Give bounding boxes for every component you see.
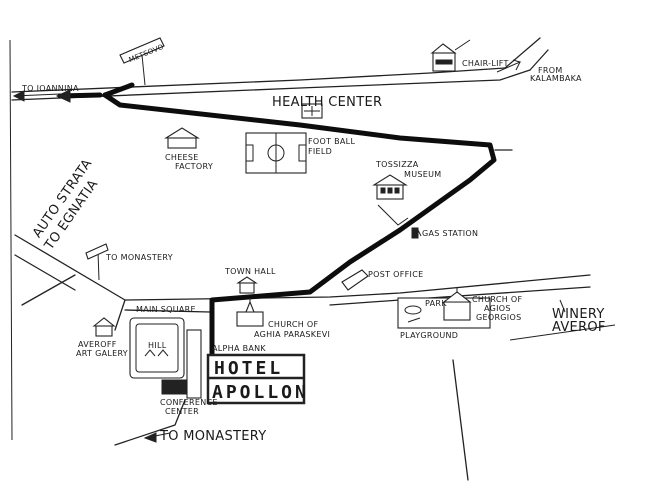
- label-alpha-bank: ALPHA BANK: [212, 344, 266, 353]
- label-conference-1: CONFERENCE: [160, 398, 218, 407]
- label-tossizza-museum-2: MUSEUM: [404, 170, 441, 179]
- winery-marker: [559, 299, 566, 313]
- auto-strata-road-2: [14, 254, 76, 291]
- monastery-signpost: [85, 243, 109, 281]
- label-apollon: APOLLON: [212, 382, 309, 403]
- lower-road-edge: [124, 309, 211, 313]
- label-church-agios-1: CHURCH OF: [472, 295, 522, 304]
- street-strip: [186, 329, 202, 399]
- conference-center-building: [161, 379, 187, 395]
- winery-road: [509, 324, 616, 341]
- gas-station-icon: [411, 227, 422, 239]
- main-square-hill: [129, 317, 185, 379]
- averoff-gallery-building: [92, 317, 116, 337]
- to-monastery-arrowhead: [143, 432, 157, 443]
- label-averoff-1: AVEROFF: [78, 340, 117, 349]
- church-aghia-paraskevi-building: [236, 298, 264, 327]
- auto-strata-road-1: [14, 234, 126, 301]
- label-football-field-2: FIELD: [308, 147, 332, 156]
- label-cheese-factory-1: CHEESE: [165, 153, 199, 162]
- label-to-monastery-top: TO MONASTERY: [105, 253, 173, 262]
- health-center-building: [301, 103, 323, 119]
- label-church-agia-1: CHURCH OF: [268, 320, 318, 329]
- route-arrowhead: [55, 89, 71, 103]
- cheese-factory-building: [164, 127, 200, 149]
- label-winery-2: AVEROF: [552, 320, 606, 335]
- label-hotel: HOTEL: [214, 358, 283, 379]
- route-loop-arrow: [102, 82, 135, 98]
- hotel-apollon-block: [206, 353, 306, 405]
- football-field: [245, 132, 307, 174]
- label-from-kalambaka-2: KALAMBAKA: [530, 74, 582, 83]
- from-kalambaka-arrow: [496, 59, 522, 73]
- label-averoff-2: ART GALERY: [76, 349, 128, 358]
- post-office-building: [341, 269, 369, 291]
- lower-vertical-road: [452, 359, 469, 481]
- label-town-hall: TOWN HALL: [224, 267, 276, 276]
- main-road-lower-edge: [11, 69, 531, 101]
- label-park: PARK: [425, 299, 447, 308]
- label-tossizza-museum-1: TOSSIZZA: [375, 160, 419, 169]
- label-health-center: HEALTH CENTER: [272, 95, 382, 110]
- label-football-field-1: FOOT BALL: [308, 137, 355, 146]
- label-chair-lift: CHAIR-LIFT: [462, 59, 509, 68]
- label-to-monastery-bottom: TO MONASTERY: [159, 429, 267, 444]
- label-to-ioannina: TO IOANNINA: [21, 84, 79, 93]
- road-to-monastery-bottom: [114, 399, 186, 446]
- label-post-office: POST OFFICE: [368, 270, 423, 279]
- to-ioannina-arrowhead: [12, 90, 25, 102]
- label-winery-1: WINERY: [552, 307, 605, 322]
- label-playground: PLAYGROUND: [400, 331, 458, 340]
- auto-strata-road-3: [21, 274, 76, 306]
- label-cheese-factory-2: FACTORY: [175, 162, 213, 171]
- label-gas-station: GAS STATION: [422, 229, 478, 238]
- label-main-square: MAIN SQUARE: [136, 305, 196, 314]
- road-to-kalambaka: [504, 37, 541, 69]
- tossizza-museum-building: [372, 174, 409, 226]
- chair-lift-building: [430, 39, 471, 72]
- label-church-agios-3: GEORGIOS: [476, 313, 521, 322]
- route-to-hotel: [102, 92, 497, 365]
- town-hall-building: [236, 276, 258, 294]
- map-border-line: [9, 39, 13, 441]
- church-agios-georgios-building: [442, 287, 472, 321]
- label-hill: HILL: [148, 341, 167, 350]
- main-road-upper-edge: [11, 67, 506, 93]
- label-church-agia-2: AGHIA PARASKEVI: [254, 330, 330, 339]
- label-church-agios-2: AGIOS: [484, 304, 511, 313]
- road-to-kalambaka-edge: [529, 49, 549, 71]
- label-conference-2: CENTER: [165, 407, 199, 416]
- label-from-kalambaka-1: FROM: [538, 66, 563, 75]
- road-to-square: [114, 299, 126, 331]
- metsovo-sign: METSOVO: [119, 37, 165, 86]
